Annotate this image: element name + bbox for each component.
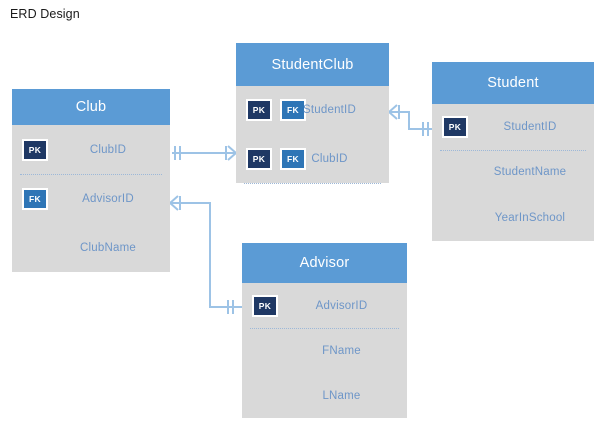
field-row[interactable]: PK AdvisorID xyxy=(242,283,407,328)
pk-badge: PK xyxy=(246,147,272,170)
field-label: ClubName xyxy=(80,241,136,254)
field-label: FName xyxy=(322,344,361,357)
field-row[interactable]: PK StudentID xyxy=(432,104,594,150)
field-label: AdvisorID xyxy=(82,192,134,205)
field-label: StudentName xyxy=(493,166,567,179)
field-label: StudentID xyxy=(503,120,557,133)
entity-title-advisor: Advisor xyxy=(242,243,407,283)
field-row[interactable]: ClubName xyxy=(12,223,170,272)
field-row[interactable]: FName xyxy=(242,328,407,373)
field-divider xyxy=(20,174,162,175)
fk-badge: FK xyxy=(22,187,48,210)
entity-title-club: Club xyxy=(12,89,170,125)
field-row[interactable]: StudentName xyxy=(432,150,594,196)
field-label: LName xyxy=(322,389,361,402)
connector-club-advisor xyxy=(169,195,242,314)
field-row[interactable]: YearInSchool xyxy=(432,195,594,241)
field-label: AdvisorID xyxy=(315,299,368,312)
field-divider xyxy=(440,149,586,151)
field-divider xyxy=(244,183,381,184)
pk-badge: PK xyxy=(442,115,468,138)
pk-badge: PK xyxy=(252,294,278,317)
pk-badge: PK xyxy=(22,138,48,161)
field-divider xyxy=(250,328,399,329)
field-label: ClubID xyxy=(89,143,127,156)
entity-title-student: Student xyxy=(432,62,594,104)
field-row[interactable]: FK AdvisorID xyxy=(12,174,170,223)
field-row[interactable]: LName xyxy=(242,373,407,418)
entity-fields-club: PK ClubID FK AdvisorID ClubName xyxy=(12,125,170,272)
fk-badge: FK xyxy=(280,99,306,122)
field-row[interactable]: PK FK ClubID xyxy=(236,135,389,184)
page-title: ERD Design xyxy=(10,7,80,21)
connector-studentclub-student xyxy=(388,104,432,136)
field-label: StudentID xyxy=(303,104,356,117)
field-label: YearInSchool xyxy=(494,212,566,225)
entity-title-studentclub: StudentClub xyxy=(236,43,389,86)
connector-club-studentclub xyxy=(172,145,237,161)
pk-badge: PK xyxy=(246,99,272,122)
fk-badge: FK xyxy=(280,147,306,170)
field-row[interactable]: PK ClubID xyxy=(12,125,170,174)
field-label: ClubID xyxy=(311,152,348,165)
